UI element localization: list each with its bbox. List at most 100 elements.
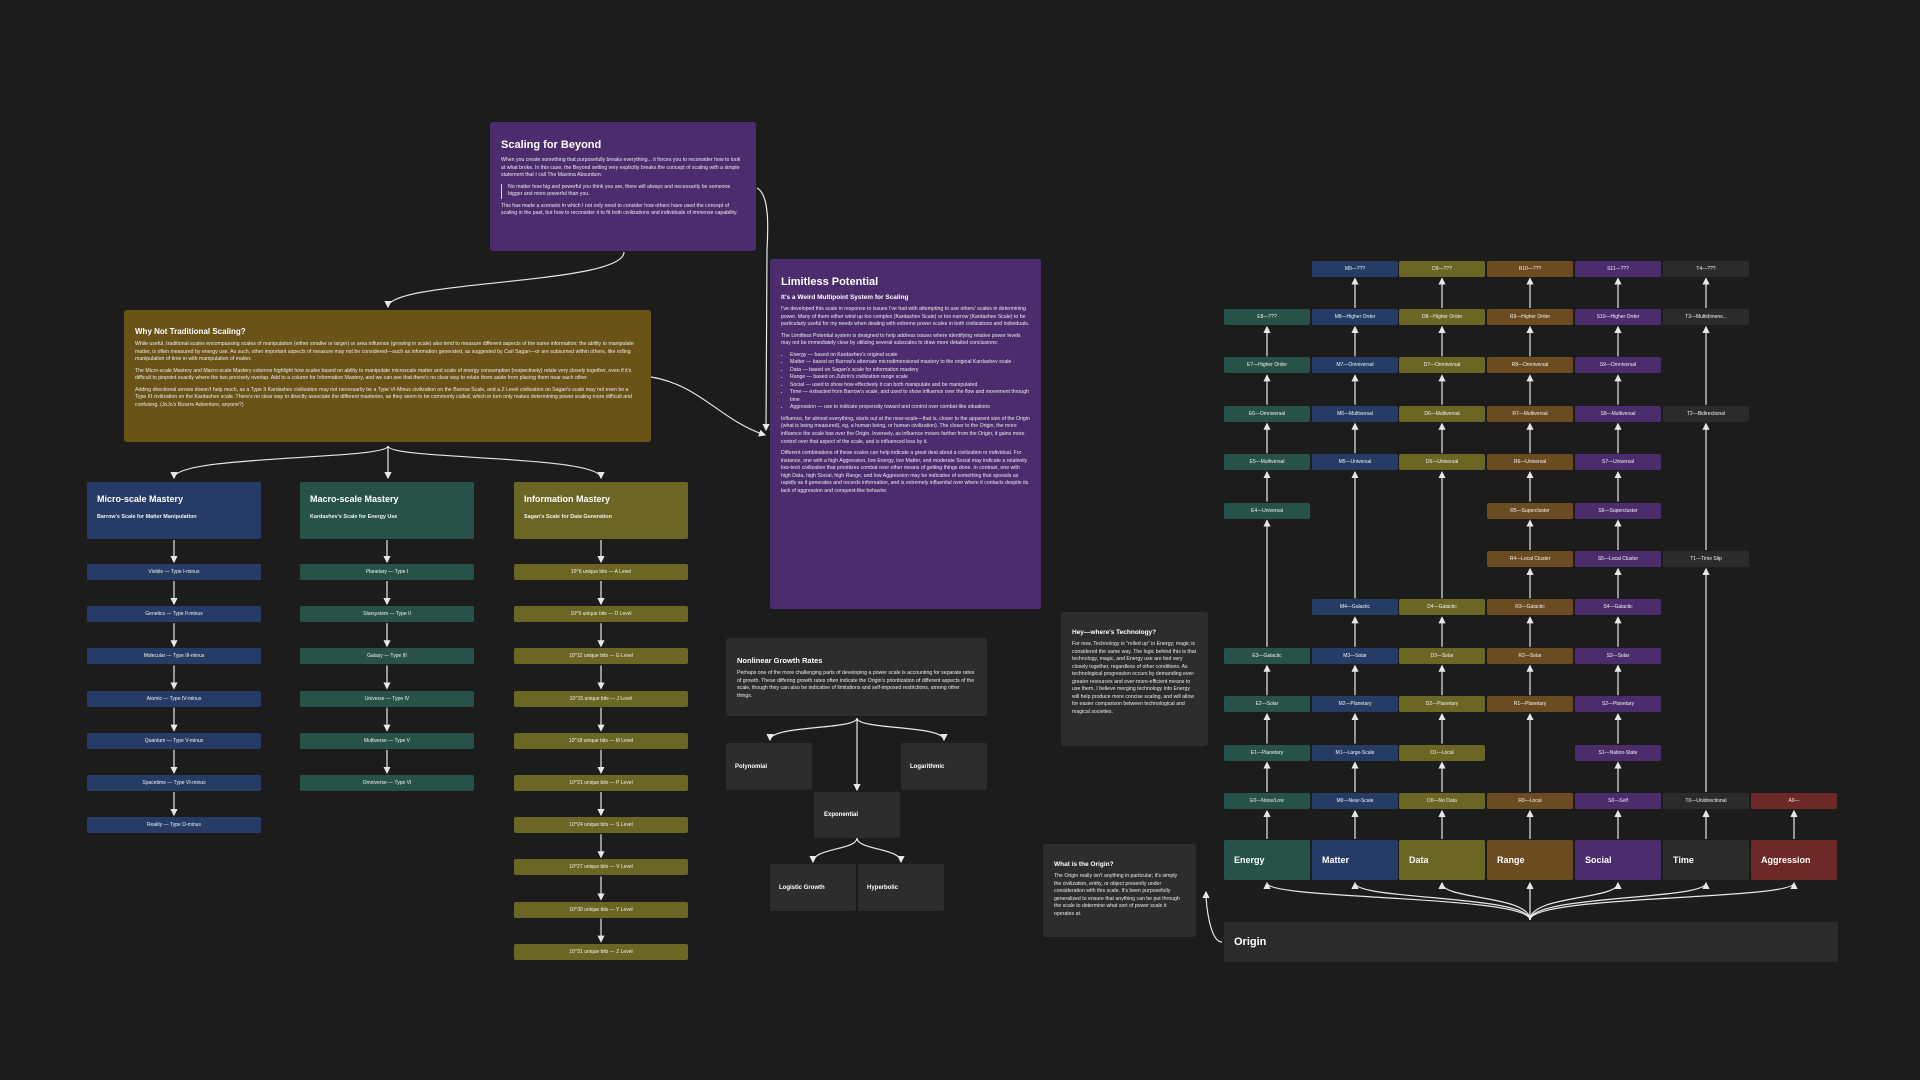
limitless-p1: I've developed this scale in response to… — [781, 306, 1030, 328]
macro-scale-mastery-header: Macro-scale Mastery Kardashev's Scale fo… — [300, 482, 474, 539]
connector-why-to-micro — [170, 445, 389, 480]
subscale-level-node: M2—Planetary — [1312, 696, 1398, 713]
subscale-level-node: M3—Solar — [1312, 647, 1398, 664]
tech-title: Hey—where's Technology? — [1072, 629, 1157, 636]
info-level-node: 10^15 unique bits — J Level — [514, 690, 688, 707]
info-level-node: 10^12 unique bits — G Level — [514, 648, 688, 665]
subscale-level-node: D1—Local — [1399, 744, 1485, 761]
hyperbolic-box: Hyperbolic — [858, 864, 944, 911]
subscale-level-node: D9—??? — [1399, 260, 1485, 277]
why-p1: While useful, traditional scales encompa… — [135, 341, 634, 363]
subscale-level-node: M5—Universal — [1312, 454, 1398, 471]
macro-level-node: Universe — Type IV — [300, 690, 474, 707]
origin-note-card: What is the Origin? The Origin really is… — [1043, 844, 1196, 937]
exponential-box: Exponential — [814, 792, 900, 838]
origin-fan-line — [1438, 881, 1531, 921]
technology-note-card: Hey—where's Technology? For now, Technol… — [1061, 612, 1208, 746]
subscale-level-node: D7—Omniversal — [1399, 357, 1485, 374]
subscale-level-node: M7—Omniversal — [1312, 357, 1398, 374]
subscale-level-node: M1—Large-Scale — [1312, 744, 1398, 761]
origin-fan-line — [1529, 881, 1798, 921]
subscale-level-node: S1—Nation-State — [1575, 744, 1661, 761]
subscale-level-node: T2—Bidirectional — [1663, 405, 1749, 422]
subscale-level-node: R9—Higher Order — [1487, 309, 1573, 325]
origin-bar: Origin — [1224, 922, 1838, 962]
origin-fan-line — [1263, 881, 1531, 921]
limitless-potential-card: Limitless Potential It's a Weird Multipo… — [770, 259, 1041, 609]
info-level-node: 10^9 unique bits — D Level — [514, 606, 688, 623]
maxima-absurdum-quote: No matter how big and powerful you think… — [501, 183, 745, 199]
why-p2: The Micro-scale Mastery and Macro-scale … — [135, 367, 632, 382]
subscale-item: Social — used to show how effectively it… — [790, 382, 1030, 390]
subscale-level-node: S5—Local Cluster — [1575, 551, 1661, 567]
subscale-level-node: R5—Supercluster — [1487, 502, 1573, 519]
subscale-data: Data — [1399, 840, 1485, 880]
subscale-level-node: E6—Omniversal — [1224, 405, 1310, 422]
macro-level-node: Planetary — Type I — [300, 564, 474, 580]
origin-note-title: What is the Origin? — [1054, 861, 1114, 868]
micro-level-node: Molecular — Type III-minus — [87, 648, 261, 665]
nonlinear-title: Nonlinear Growth Rates — [737, 656, 823, 665]
subscale-item: Aggression — use to indicate propensity … — [790, 404, 1030, 412]
limitless-subtitle: It's a Weird Multipoint System for Scali… — [781, 294, 909, 301]
macro-level-node: Multiverse — Type V — [300, 732, 474, 749]
subscale-level-node: S10—Higher Order — [1575, 309, 1661, 325]
subscale-level-node: T0—Unidirectional — [1663, 793, 1749, 809]
subscale-item: Time — extracted from Barrow's scale, an… — [790, 389, 1030, 404]
subscale-energy: Energy — [1224, 840, 1310, 880]
subscale-level-node: D0—No Data — [1399, 793, 1485, 809]
connector-why-to-limitless — [650, 376, 767, 437]
subscale-level-node: S4—Galactic — [1575, 599, 1661, 616]
subscale-list: Energy — based on Kardashev's original s… — [781, 352, 1030, 412]
connector-exponential-to-hyperbolic — [856, 837, 905, 864]
subscale-level-node: D2—Planetary — [1399, 696, 1485, 713]
subscale-level-node: R7—Multiversal — [1487, 405, 1573, 422]
micro-level-node: Atomic — Type IV-minus — [87, 690, 261, 707]
info-subtitle: Sagan's Scale for Data Generation — [524, 514, 612, 520]
subscale-level-node: R0—Local — [1487, 793, 1573, 809]
subscale-time: Time — [1663, 840, 1749, 880]
origin-fan-line — [1351, 881, 1531, 921]
limitless-p2: The Limitless Potential system is design… — [781, 332, 1021, 347]
polynomial-box: Polynomial — [726, 743, 812, 790]
limitless-title: Limitless Potential — [781, 276, 879, 288]
subscale-level-node: A0— — [1751, 793, 1837, 809]
tech-text: For now, Technology is "rolled up" in En… — [1072, 641, 1197, 715]
info-level-node: 10^31 unique bits — Z Level — [514, 943, 688, 960]
nonlinear-growth-card: Nonlinear Growth Rates Perhaps one of th… — [726, 638, 987, 716]
subscale-level-node: S9—Omniversal — [1575, 357, 1661, 374]
logistic-growth-box: Logistic Growth — [770, 864, 856, 911]
scaling-for-beyond-card: Scaling for Beyond When you create somet… — [490, 122, 756, 251]
subscale-level-node: R6—Universal — [1487, 454, 1573, 471]
micro-level-node: Visible — Type I-minus — [87, 564, 261, 580]
origin-fan-line — [1529, 881, 1710, 921]
subscale-item: Energy — based on Kardashev's original s… — [790, 352, 1030, 360]
subscale-level-node: S7—Universal — [1575, 454, 1661, 471]
subscale-level-node: R10—??? — [1487, 260, 1573, 277]
connector-nonlinear-to-logarithmic — [856, 717, 948, 742]
connector-nonlinear-to-polynomial — [766, 717, 858, 742]
subscale-level-node: R2—Solar — [1487, 647, 1573, 664]
subscale-level-node: M9—??? — [1312, 260, 1398, 277]
micro-level-node: Spacetime — Type VI-minus — [87, 775, 261, 791]
info-level-node: 10^27 unique bits — V Level — [514, 859, 688, 876]
info-level-node: 10^21 unique bits — P Level — [514, 775, 688, 791]
connector-origin-to-note — [1202, 890, 1223, 943]
connector-exponential-to-logistic — [809, 837, 858, 864]
why-p3: Adding directional arrows doesn't help m… — [135, 386, 632, 408]
subscale-level-node: S0—Self — [1575, 793, 1661, 809]
subscale-level-node: D4—Galactic — [1399, 599, 1485, 616]
logarithmic-box: Logarithmic — [901, 743, 987, 790]
limitless-p4: Different combinations of these scales c… — [781, 450, 1029, 494]
macro-subtitle: Kardashev's Scale for Energy Use — [310, 514, 398, 520]
subscale-level-node: E5—Multiversal — [1224, 454, 1310, 471]
subscale-level-node: D6—Multiversal — [1399, 405, 1485, 422]
subscale-level-node: T3—Multidimens... — [1663, 309, 1749, 325]
origin-fan-line — [1529, 881, 1622, 921]
micro-level-node: Quantum — Type V-minus — [87, 732, 261, 749]
subscale-level-node: R1—Planetary — [1487, 696, 1573, 713]
subscale-level-node: R3—Galactic — [1487, 599, 1573, 616]
subscale-level-node: E4—Universal — [1224, 502, 1310, 519]
origin-note-text: The Origin really isn't anything in part… — [1054, 873, 1180, 917]
